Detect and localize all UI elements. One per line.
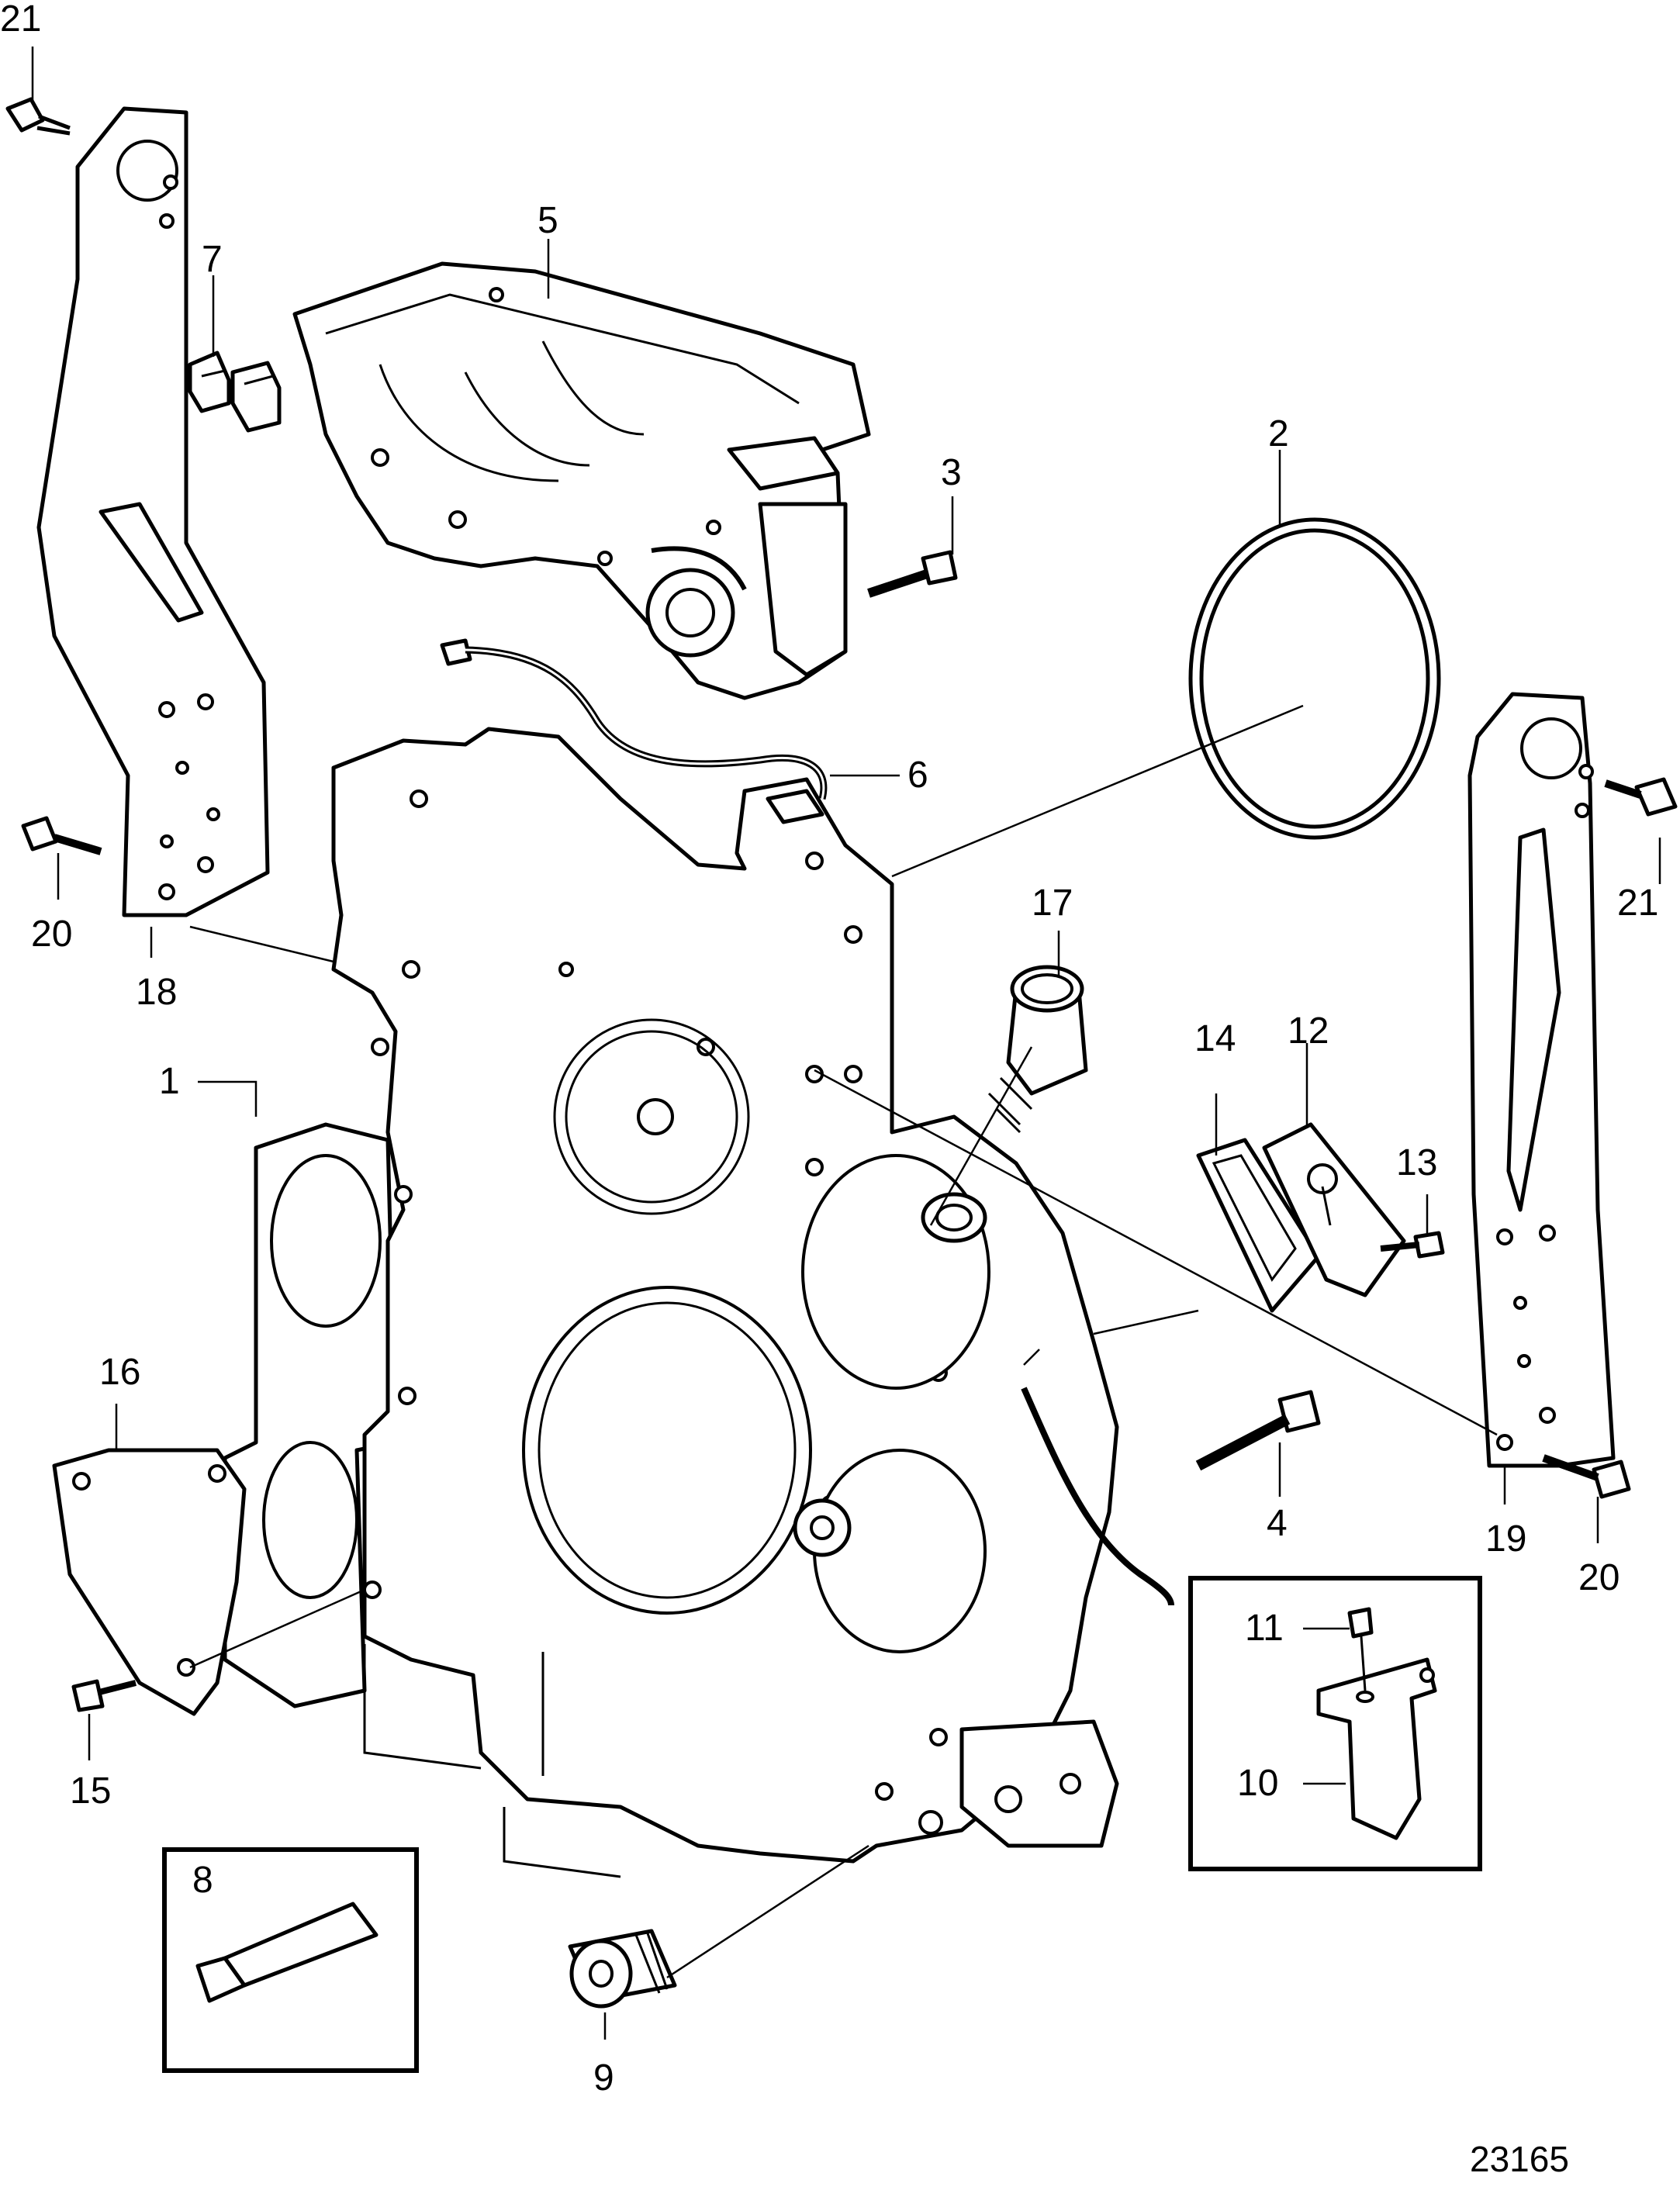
callout-19: 19 bbox=[1485, 1518, 1526, 1560]
coolant-adapter bbox=[987, 965, 1088, 1134]
callout-13: 13 bbox=[1396, 1142, 1437, 1183]
left-lifting-eye bbox=[36, 106, 270, 917]
callout-3: 3 bbox=[941, 452, 962, 493]
callout-15: 15 bbox=[70, 1770, 111, 1812]
callout-17: 17 bbox=[1032, 883, 1073, 924]
callout-18: 18 bbox=[136, 972, 177, 1013]
callout-20-left: 20 bbox=[31, 914, 72, 955]
detail-box-sensor-bracket bbox=[1188, 1576, 1482, 1871]
callout-10: 10 bbox=[1237, 1763, 1278, 1804]
bolts bbox=[5, 97, 1678, 1712]
o-ring bbox=[1188, 517, 1441, 840]
callout-20-right: 20 bbox=[1578, 1557, 1620, 1598]
threaded-plug bbox=[568, 1929, 677, 2009]
cover-plate bbox=[52, 1448, 247, 1716]
callout-1: 1 bbox=[159, 1061, 180, 1102]
callout-2: 2 bbox=[1268, 413, 1289, 454]
inspection-cover bbox=[1196, 1122, 1406, 1313]
upper-cover bbox=[292, 261, 871, 700]
figure-number: 23165 bbox=[1470, 2139, 1569, 2179]
callout-14: 14 bbox=[1194, 1018, 1236, 1059]
leader-lines bbox=[31, 47, 1661, 2040]
cable-clips bbox=[188, 351, 282, 433]
wiring-harness bbox=[440, 638, 828, 824]
callout-11: 11 bbox=[1245, 1608, 1284, 1649]
callout-7: 7 bbox=[202, 239, 223, 280]
detail-box-sealant bbox=[162, 1847, 419, 2073]
right-lifting-eye bbox=[1467, 692, 1616, 1468]
callout-16: 16 bbox=[99, 1352, 140, 1393]
callout-4: 4 bbox=[1267, 1503, 1288, 1544]
callout-21-right: 21 bbox=[1617, 883, 1658, 924]
callout-21-top-left: 21 bbox=[0, 0, 41, 40]
callout-labels: 21 5 7 3 2 6 17 14 12 13 21 20 18 1 16 4… bbox=[0, 0, 1658, 2179]
timing-gear-housing bbox=[223, 727, 1174, 1878]
callout-6: 6 bbox=[907, 755, 928, 796]
callout-9: 9 bbox=[593, 2057, 614, 2099]
callout-8: 8 bbox=[192, 1860, 213, 1901]
callout-5: 5 bbox=[538, 200, 558, 241]
callout-12: 12 bbox=[1288, 1010, 1329, 1052]
